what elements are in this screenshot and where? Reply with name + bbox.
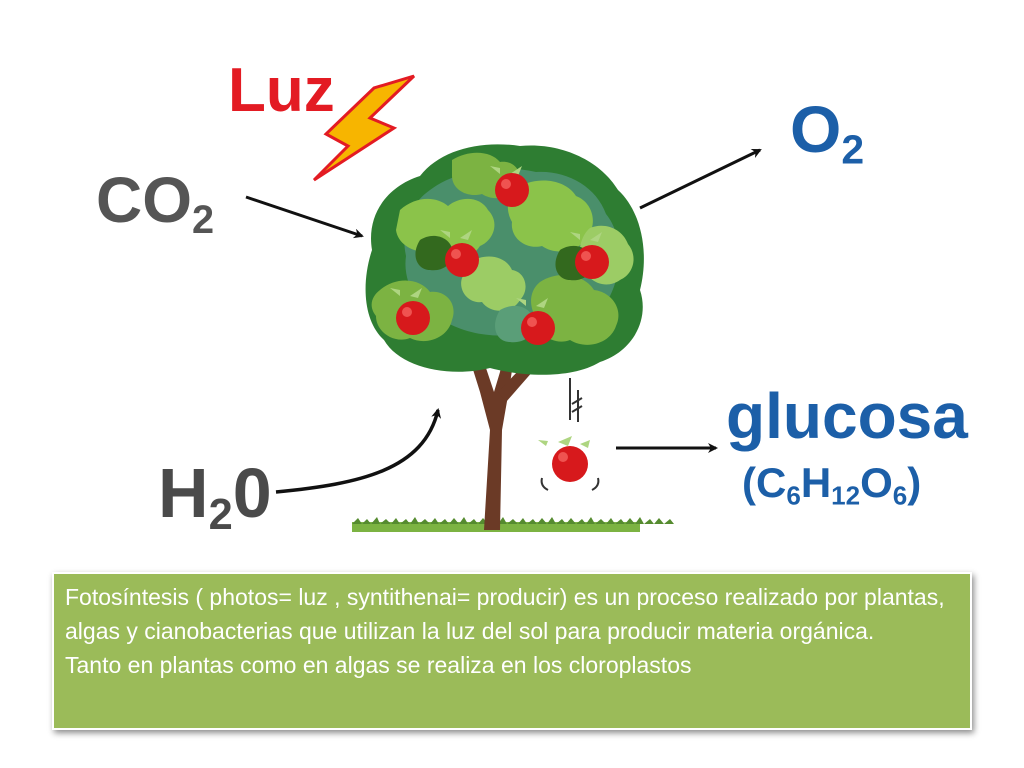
h2o-label: H20 — [158, 458, 272, 537]
caption-line-1: Fotosíntesis ( photos= luz , syntithenai… — [65, 584, 945, 644]
lightning-bolt-icon — [312, 74, 416, 182]
formula-open: (C — [742, 459, 787, 506]
formula-o-sub: 6 — [892, 480, 908, 511]
falling-apple-icon — [538, 378, 600, 491]
tree-icon — [365, 144, 644, 530]
h2o-h: H — [158, 454, 209, 532]
caption-box: Fotosíntesis ( photos= luz , syntithenai… — [52, 572, 972, 730]
apple-icon — [516, 298, 555, 345]
grass — [352, 517, 674, 532]
apple-icon — [440, 230, 479, 277]
o2-subscript: 2 — [841, 126, 865, 173]
formula-c-sub: 6 — [786, 480, 801, 511]
formula-h: H — [800, 459, 832, 506]
caption-line-2: Tanto en plantas como en algas se realiz… — [65, 652, 692, 678]
apple-icon — [390, 288, 430, 335]
o2-text: O — [790, 92, 842, 166]
formula-close: ) — [907, 459, 922, 506]
glucosa-label: glucosa — [726, 380, 968, 452]
h2o-arrow — [275, 408, 442, 494]
h2o-subscript: 2 — [208, 491, 233, 540]
luz-label: Luz — [228, 56, 335, 125]
co2-subscript: 2 — [192, 198, 215, 243]
formula-o: O — [860, 459, 893, 506]
apple-icon — [570, 232, 609, 279]
formula-h-sub: 12 — [831, 480, 861, 511]
co2-text: CO — [96, 164, 192, 236]
apple-icon — [490, 166, 529, 207]
h2o-o: 0 — [232, 454, 272, 532]
o2-label: O2 — [790, 96, 864, 170]
o2-arrow — [639, 148, 762, 210]
glucose-formula: (C6H12O6) — [742, 459, 922, 509]
co2-label: CO2 — [96, 168, 214, 240]
co2-arrow — [245, 195, 364, 239]
